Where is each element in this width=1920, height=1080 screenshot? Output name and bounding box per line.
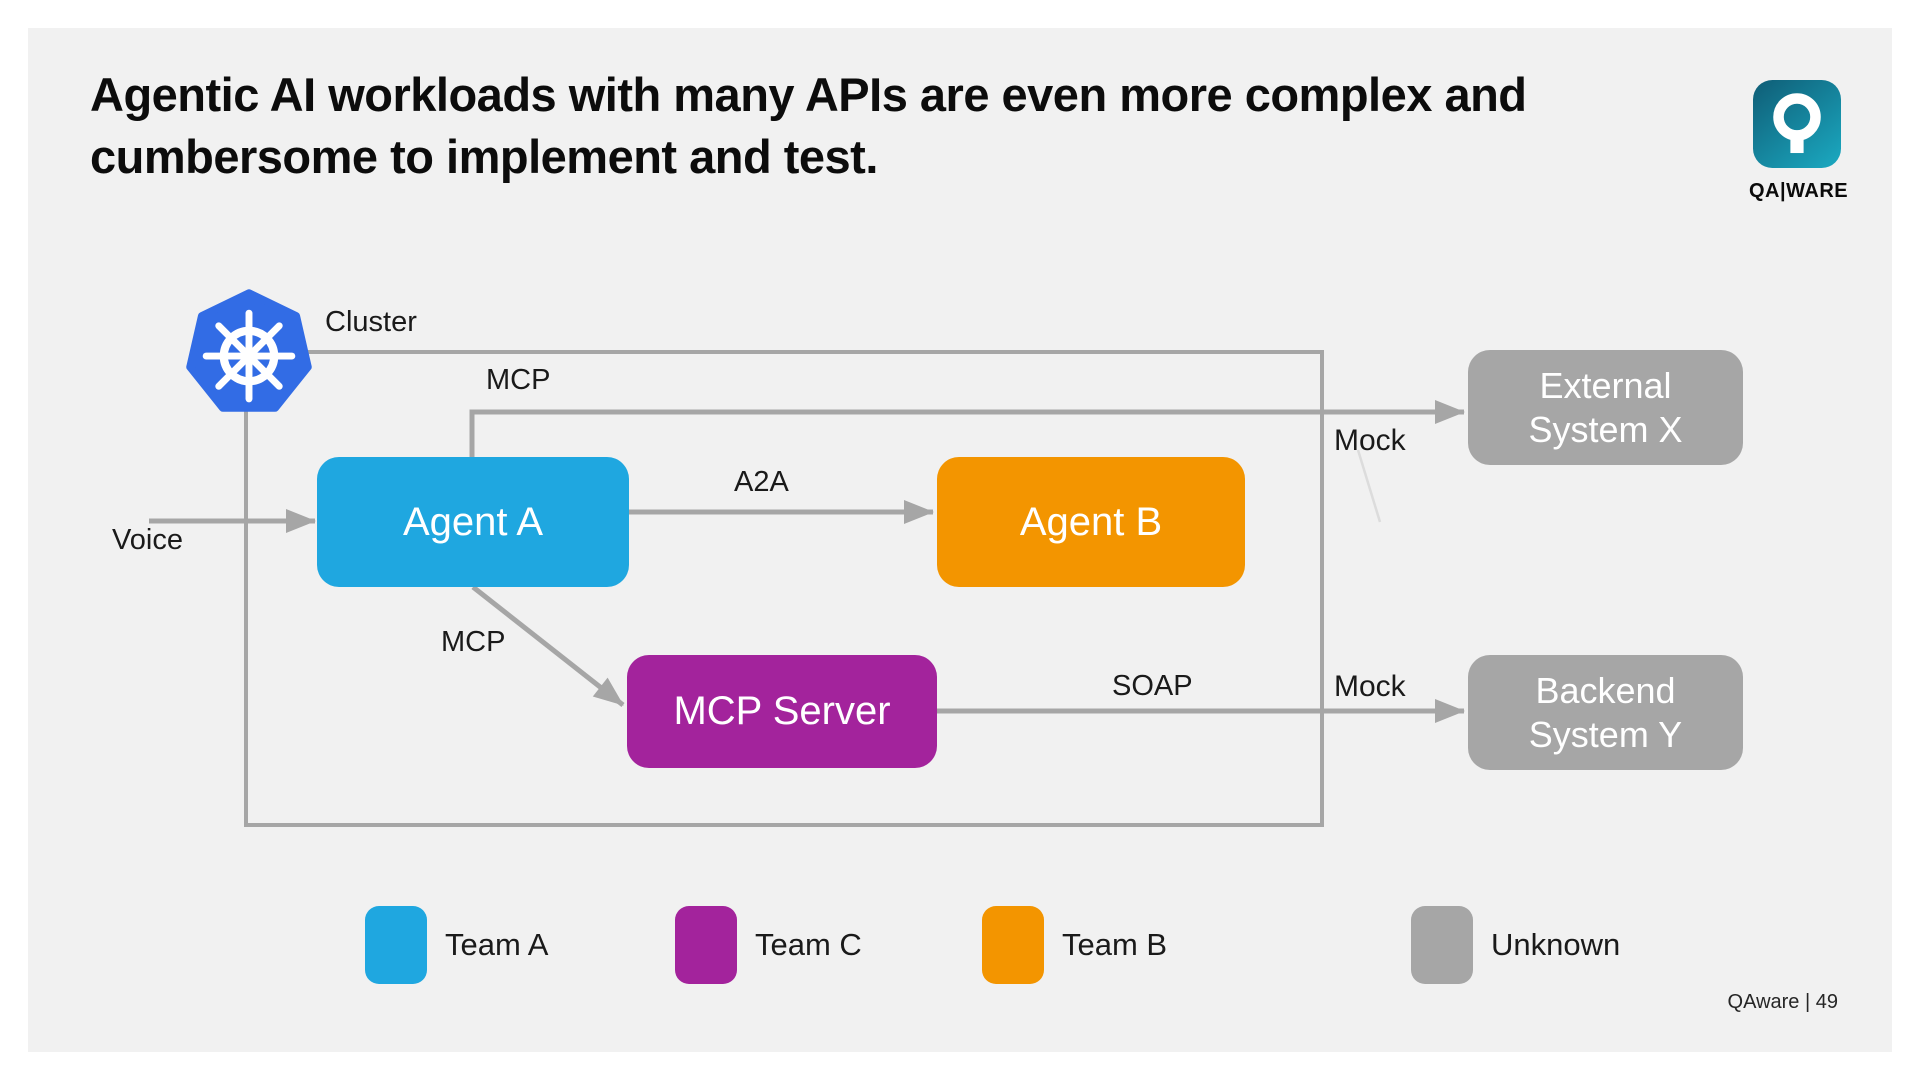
legend-label-team-b: Team B xyxy=(1062,927,1168,962)
cluster-boundary xyxy=(244,350,1324,827)
legend-swatch-unknown xyxy=(1411,906,1473,984)
mock-bottom-label: Mock xyxy=(1334,670,1406,703)
voice-label: Voice xyxy=(112,524,183,556)
mock-slash-line xyxy=(1356,449,1382,523)
diagram-connectors xyxy=(149,350,1465,827)
node-backend-system-y: Backend System Y xyxy=(1468,655,1743,770)
legend-item-unknown: Unknown xyxy=(1411,906,1620,984)
legend-swatch-team-a xyxy=(365,906,427,984)
legend-item-team-c: Team C xyxy=(675,906,862,984)
soap-label: SOAP xyxy=(1112,670,1193,702)
kubernetes-helm-icon xyxy=(186,289,312,412)
legend-label-team-a: Team A xyxy=(445,927,549,962)
mcp-top-label: MCP xyxy=(486,364,551,396)
legend-item-team-a: Team A xyxy=(365,906,548,984)
a2a-label: A2A xyxy=(734,466,789,498)
node-agent-a: Agent A xyxy=(317,457,629,587)
node-mcp-server: MCP Server xyxy=(627,655,937,768)
slide-footer-page-number: QAware | 49 xyxy=(1727,991,1838,1013)
cluster-label: Cluster xyxy=(325,306,417,338)
legend-swatch-team-c xyxy=(675,906,737,984)
qaware-logo-text: QA|WARE xyxy=(1749,180,1849,202)
legend-label-team-c: Team C xyxy=(755,927,862,962)
qaware-logo: QA|WARE xyxy=(1749,80,1849,203)
mcp-diagonal-arrow xyxy=(471,585,625,707)
legend-label-unknown: Unknown xyxy=(1491,927,1621,962)
node-agent-b: Agent B xyxy=(937,457,1245,587)
slide-canvas: Agentic AI workloads with many APIs are … xyxy=(28,28,1892,1052)
node-external-system-x: External System X xyxy=(1468,350,1743,465)
mcp-top-arrow xyxy=(469,400,1465,457)
page-title: Agentic AI workloads with many APIs are … xyxy=(90,68,1527,184)
qaware-q-icon xyxy=(1753,80,1841,168)
mock-top-label: Mock xyxy=(1334,424,1406,457)
mcp-down-label: MCP xyxy=(441,626,506,658)
legend-swatch-team-b xyxy=(982,906,1044,984)
legend-item-team-b: Team B xyxy=(982,906,1167,984)
